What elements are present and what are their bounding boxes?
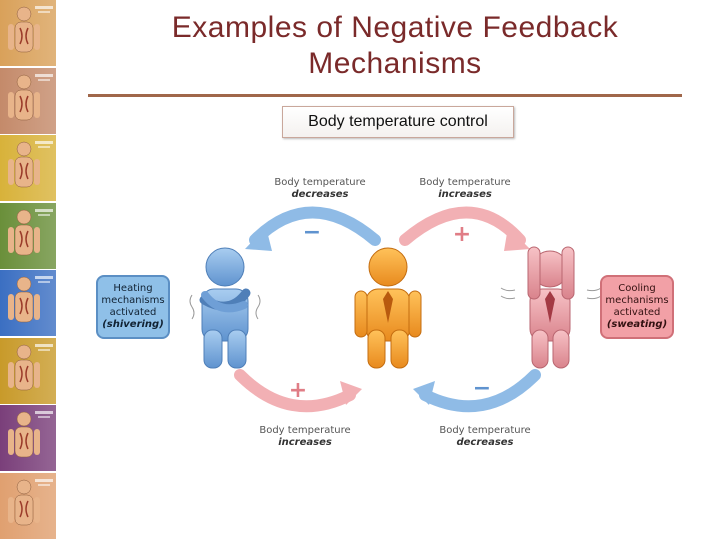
digestive-system-panel bbox=[0, 0, 56, 66]
label-top-right-line2: increases bbox=[438, 189, 492, 200]
body-figure-icon bbox=[8, 276, 40, 323]
arrowhead-bottom-left bbox=[340, 381, 362, 405]
cold-person-figure bbox=[189, 247, 261, 369]
label-top-right-line1: Body temperature bbox=[419, 177, 511, 188]
label-bottom-left-line2: increases bbox=[278, 437, 332, 448]
respiratory-system-panel bbox=[0, 67, 56, 134]
lymphatic-system-panel bbox=[0, 270, 56, 336]
sign-top-right: + bbox=[453, 222, 471, 247]
slide-title: Examples of Negative Feedback Mechanisms bbox=[70, 10, 720, 82]
label-bottom-right-line1: Body temperature bbox=[439, 425, 531, 436]
hot-person-figure bbox=[500, 246, 602, 369]
cooling-box-line2: mechanisms bbox=[605, 295, 669, 306]
feedback-diagram-svg: − + + − bbox=[189, 206, 602, 413]
label-bottom-right-line2: decreases bbox=[456, 437, 514, 448]
arrow-bottom-right bbox=[419, 369, 541, 413]
heating-box-line4: (shivering) bbox=[102, 319, 164, 330]
label-bottom-left: Body temperature increases bbox=[250, 425, 360, 449]
arrowhead-bottom-right bbox=[413, 381, 435, 405]
nervous-system-panel bbox=[0, 135, 56, 201]
muscular-system-panel bbox=[0, 202, 56, 269]
heating-mechanisms-box: Heating mechanisms activated (shivering) bbox=[96, 275, 170, 339]
sign-bottom-left: + bbox=[289, 378, 307, 403]
slide-title-line1: Examples of Negative Feedback bbox=[171, 11, 619, 44]
body-figure-icon bbox=[8, 141, 40, 188]
subtitle-box: Body temperature control bbox=[282, 106, 514, 138]
body-figure-icon bbox=[8, 411, 40, 458]
reproductive-system-panel bbox=[0, 472, 56, 539]
feedback-diagram: − + + − bbox=[90, 165, 690, 465]
body-figure-icon bbox=[8, 6, 40, 53]
body-systems-sidebar bbox=[0, 0, 56, 540]
title-divider bbox=[88, 94, 682, 97]
arrowhead-top-left bbox=[245, 227, 272, 251]
arrow-bottom-left bbox=[234, 369, 356, 413]
sign-top-left: − bbox=[303, 220, 321, 245]
body-figure-icon bbox=[8, 74, 40, 120]
body-figure-icon bbox=[8, 344, 40, 390]
label-bottom-right: Body temperature decreases bbox=[430, 425, 540, 449]
neutral-person-figure bbox=[354, 247, 422, 369]
cooling-mechanisms-box: Cooling mechanisms activated (sweating) bbox=[600, 275, 674, 339]
arrowhead-top-right bbox=[504, 227, 530, 251]
label-top-left-line2: decreases bbox=[291, 189, 349, 200]
label-bottom-left-line1: Body temperature bbox=[259, 425, 351, 436]
heating-box-line1: Heating bbox=[113, 283, 153, 294]
heating-box-line3: activated bbox=[109, 307, 157, 318]
label-top-left-line1: Body temperature bbox=[274, 177, 366, 188]
endocrine-system-panel bbox=[0, 337, 56, 404]
cooling-box-line1: Cooling bbox=[618, 283, 656, 294]
heating-box-line2: mechanisms bbox=[101, 295, 165, 306]
cooling-box-line4: (sweating) bbox=[606, 319, 668, 330]
body-figure-icon bbox=[8, 479, 40, 525]
slide-title-line2: Mechanisms bbox=[308, 47, 482, 80]
sign-bottom-right: − bbox=[473, 376, 491, 401]
body-figure-icon bbox=[8, 209, 40, 255]
arrow-top-left bbox=[249, 206, 381, 246]
label-top-left: Body temperature decreases bbox=[265, 177, 375, 201]
urinary-system-panel bbox=[0, 405, 56, 471]
cooling-box-line3: activated bbox=[613, 307, 661, 318]
label-top-right: Body temperature increases bbox=[410, 177, 520, 201]
